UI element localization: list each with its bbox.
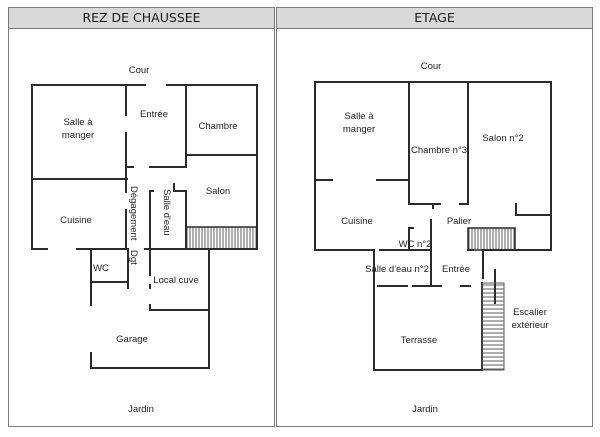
etage-escalier-exterieur-line2: extérieur [512,320,549,331]
rdc-room-entree: Entrée [140,109,168,120]
rdc-room-chambre: Chambre [198,121,237,132]
etage-escalier-exterieur: Escalier [513,307,547,318]
etage-room-palier: Palier [447,216,471,227]
rdc-cour-label: Cour [129,65,150,76]
rdc-room-cuisine: Cuisine [60,215,92,226]
etage-inner-stairs [467,227,516,251]
rdc-room-garage: Garage [116,334,148,345]
etage-room-cuisine: Cuisine [341,216,373,227]
rdc-room-salon: Salon [206,186,230,197]
etage-room-wc-n2: WC n°2 [399,239,432,250]
etage-room-salon-n2: Salon n°2 [482,133,523,144]
rdc-room-wc: WC [93,263,109,274]
panel-etage: ETAGE [276,7,593,427]
rdc-room-salle-a-manger: Salle à [63,117,93,128]
etage-exterior-stairs [481,282,505,371]
panel-rez-de-chaussee: REZ DE CHAUSSEE [8,7,275,427]
etage-room-entree: Entrée [442,264,470,275]
etage-room-salle-a-manger-line2: manger [343,124,375,135]
rdc-room-local-cuve: Local cuve [153,275,198,286]
etage-room-salle-a-manger: Salle à [344,111,374,122]
rdc-stairs [185,226,258,250]
panel-title: ETAGE [277,8,592,29]
etage-room-salle-deau-n2: Salle d'eau n°2 [365,264,429,275]
etage-cour-label: Cour [421,61,442,72]
rdc-room-salle-a-manger-line2: manger [62,130,94,141]
panel-title: REZ DE CHAUSSEE [9,8,274,29]
etage-room-terrasse: Terrasse [401,335,437,346]
rdc-room-salle-deau: Salle d'eau [161,189,172,236]
etage-jardin-label: Jardin [412,404,438,415]
rdc-room-dgt: Dgt [128,250,139,265]
etage-room-chambre-n3: Chambre n°3 [411,145,467,156]
rdc-room-degagement: Dégagement [128,186,139,241]
rdc-jardin-label: Jardin [128,404,154,415]
